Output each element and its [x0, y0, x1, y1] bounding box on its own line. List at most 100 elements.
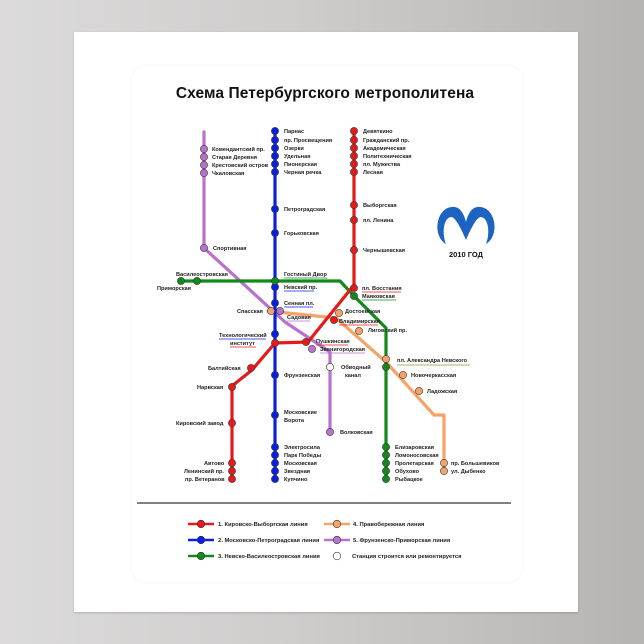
- station-volkovskaya[interactable]: [326, 428, 334, 436]
- station-kupchino[interactable]: [271, 475, 279, 483]
- station-lomonosovskaya[interactable]: [382, 451, 390, 459]
- station-udelnaya[interactable]: [271, 152, 279, 160]
- station-ozerki[interactable]: [271, 144, 279, 152]
- station-vasileostrovskaya[interactable]: [193, 277, 201, 285]
- station-sportivnaya[interactable]: [200, 244, 208, 252]
- station-bolshevikov[interactable]: [440, 459, 448, 467]
- station-obvodny-canal[interactable]: [326, 363, 334, 371]
- legend-item-line1: 1. Кировско-Выборгская линия: [188, 519, 308, 529]
- label-lenina: пл. Ленина: [363, 218, 394, 224]
- label-prosvescheniya: пр. Просвещения: [284, 138, 332, 144]
- label-elektrosila: Электросила: [284, 445, 321, 451]
- station-obukhovo[interactable]: [382, 467, 390, 475]
- label-gorkovskaya: Горьковская: [284, 231, 319, 237]
- station-novocherkasskaya[interactable]: [399, 371, 407, 379]
- label-narvskaya: Нарвская: [197, 385, 223, 391]
- label-obvodny-2: канал: [345, 373, 361, 379]
- label-park-pobedy: Парк Победы: [284, 452, 321, 459]
- label-proletarskaya: Пролетарская: [395, 461, 434, 467]
- station-zvenigorodskaya[interactable]: [308, 345, 316, 353]
- station-kirovsky-zavod[interactable]: [228, 419, 236, 427]
- svg-text:3. Невско-Василеостровская лин: 3. Невско-Василеостровская линия: [218, 554, 320, 560]
- station-lenina[interactable]: [350, 216, 358, 224]
- label-ladozhskaya: Ладожская: [427, 389, 457, 395]
- label-sportivnaya: Спортивная: [213, 246, 247, 252]
- station-rybatskoe[interactable]: [382, 475, 390, 483]
- station-grazhdansky[interactable]: [350, 136, 358, 144]
- label-vladimirskaya: Владимирская: [339, 319, 380, 325]
- label-moskovskie-2: Ворота: [284, 418, 305, 424]
- label-kirovsky-zavod: Кировский завод: [176, 420, 224, 427]
- label-zvenigorodskaya: Звенигородская: [320, 347, 365, 353]
- station-chernaya-rechka[interactable]: [271, 168, 279, 176]
- station-muzhestva[interactable]: [350, 160, 358, 168]
- station-ligovsky[interactable]: [355, 327, 363, 335]
- station-chkalovskaya[interactable]: [200, 169, 208, 177]
- station-tekhnolog-l1[interactable]: [271, 339, 279, 347]
- label-chernyshevskaya: Чернышевская: [363, 248, 405, 254]
- station-dostoevskaya[interactable]: [335, 309, 343, 317]
- station-devyatkino[interactable]: [350, 127, 358, 135]
- station-frunzenskaya[interactable]: [271, 371, 279, 379]
- station-gostiny-dvor[interactable]: [271, 277, 279, 285]
- station-elizarovskaya[interactable]: [382, 443, 390, 451]
- station-narvskaya[interactable]: [228, 383, 236, 391]
- label-pushkinskaya: Пушкинская: [316, 339, 350, 345]
- legend-item-construction: Станция строится или ремонтируется: [332, 551, 461, 561]
- station-moskovskaya[interactable]: [271, 459, 279, 467]
- station-krestovsky[interactable]: [200, 161, 208, 169]
- label-veteranov: пр. Ветеранов: [185, 477, 225, 483]
- station-primorskaya[interactable]: [177, 277, 185, 285]
- station-baltiyskaya[interactable]: [247, 364, 255, 372]
- label-petrogradskaya: Петроградская: [284, 207, 325, 213]
- station-spasskaya[interactable]: [267, 307, 275, 315]
- station-chernyshevskaya[interactable]: [350, 246, 358, 254]
- label-vyborgskaya: Выборгская: [363, 202, 397, 209]
- station-staraya-derevnya[interactable]: [200, 153, 208, 161]
- station-zvezdnaya[interactable]: [271, 467, 279, 475]
- station-pionerskaya[interactable]: [271, 160, 279, 168]
- station-avtovo[interactable]: [228, 459, 236, 467]
- label-primorskaya: Приморская: [157, 286, 191, 292]
- station-prosvescheniya[interactable]: [271, 136, 279, 144]
- station-sadovaya[interactable]: [276, 307, 284, 315]
- station-petrogradskaya[interactable]: [271, 205, 279, 213]
- label-kupchino: Купчино: [284, 477, 308, 483]
- station-vyborgskaya[interactable]: [350, 201, 358, 209]
- label-obvodny-1: Обводный: [341, 364, 371, 371]
- station-lesnaya[interactable]: [350, 168, 358, 176]
- label-nevsky: Невский пр.: [284, 284, 318, 291]
- station-gorkovskaya[interactable]: [271, 229, 279, 237]
- station-mayakovskaya[interactable]: [350, 292, 358, 300]
- line1-stations: [228, 127, 358, 483]
- station-sennaya[interactable]: [271, 299, 279, 307]
- station-proletarskaya[interactable]: [382, 459, 390, 467]
- station-leninsky[interactable]: [228, 467, 236, 475]
- station-ladozhskaya[interactable]: [415, 387, 423, 395]
- station-vosstaniya[interactable]: [350, 284, 358, 292]
- station-dybenko[interactable]: [440, 467, 448, 475]
- station-pushkinskaya[interactable]: [302, 338, 310, 346]
- line5-stations: [200, 145, 334, 436]
- station-elektrosila[interactable]: [271, 443, 279, 451]
- label-sadovaya: Садовая: [287, 315, 311, 321]
- label-baltiyskaya: Балтийская: [208, 365, 241, 372]
- station-veteranov[interactable]: [228, 475, 236, 483]
- svg-text:4. Правобережная линия: 4. Правобережная линия: [353, 521, 424, 528]
- station-nevskogo-l3[interactable]: [382, 363, 390, 371]
- station-vladimirskaya[interactable]: [330, 316, 338, 324]
- station-akademicheskaya[interactable]: [350, 144, 358, 152]
- station-parnas[interactable]: [271, 127, 279, 135]
- label-volkovskaya: Волковская: [340, 430, 373, 436]
- label-mayakovskaya: Маяковская: [362, 294, 395, 300]
- label-ligovsky: Лиговский пр.: [368, 327, 407, 334]
- label-nevskogo: пл. Александра Невского: [397, 358, 468, 364]
- label-dybenko: ул. Дыбенко: [451, 468, 486, 475]
- label-avtovo: Автово: [204, 461, 225, 467]
- station-politekhnicheskaya[interactable]: [350, 152, 358, 160]
- station-nevskogo-l4[interactable]: [382, 355, 390, 363]
- station-komendantsky[interactable]: [200, 145, 208, 153]
- station-park-pobedy[interactable]: [271, 451, 279, 459]
- station-moskovskie-vorota[interactable]: [271, 411, 279, 419]
- station-tekhnolog-l2[interactable]: [271, 330, 279, 338]
